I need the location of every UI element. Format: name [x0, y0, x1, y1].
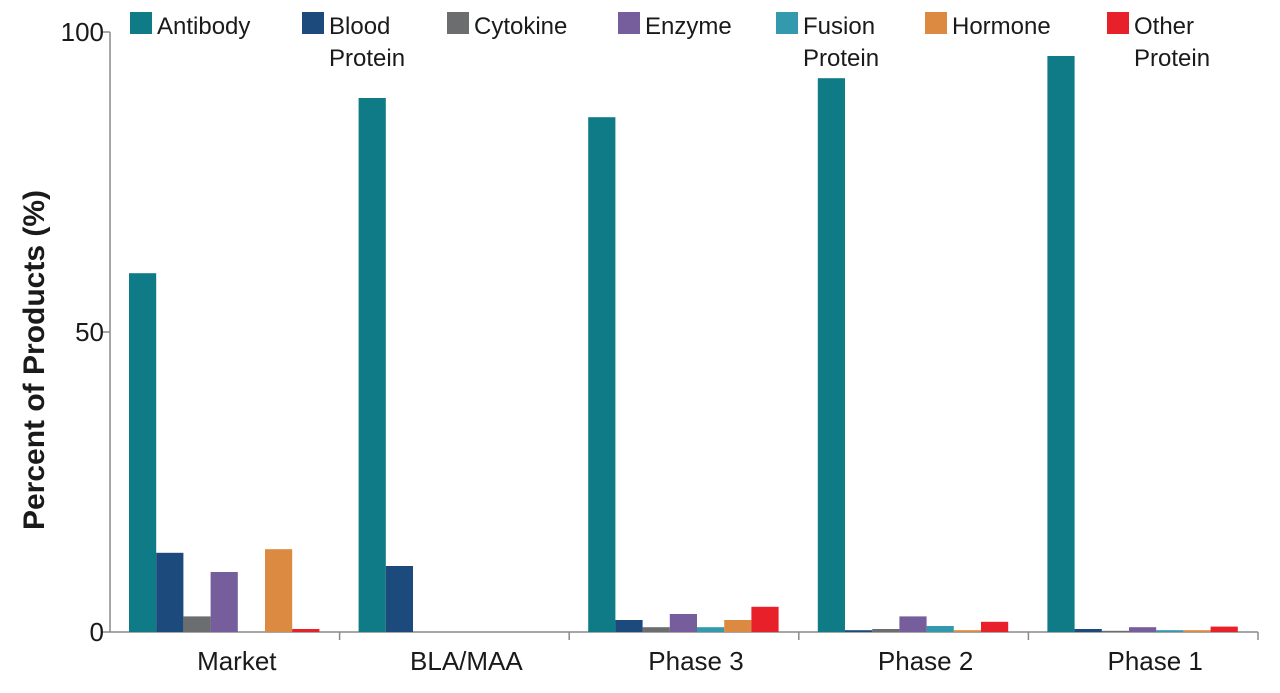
y-tick-label: 50 [75, 317, 104, 347]
y-tick-label: 100 [61, 17, 104, 47]
legend-label-other-protein: Protein [1134, 45, 1210, 72]
bar-hormone [1183, 630, 1211, 632]
legend-label-enzyme: Enzyme [645, 13, 732, 40]
legend-label-other-protein: Other [1134, 13, 1194, 40]
bar-antibody [588, 117, 616, 632]
bar-enzyme [899, 616, 927, 632]
y-axis-title: Percent of Products (%) [18, 190, 51, 530]
legend-label-antibody: Antibody [157, 13, 250, 40]
legend-swatch-cytokine [447, 12, 469, 34]
bar-hormone [724, 620, 752, 632]
bar-antibody [1047, 56, 1075, 632]
legend-swatch-enzyme [618, 12, 640, 34]
legend-label-blood-protein: Blood [329, 13, 390, 40]
bar-cytokine [872, 629, 900, 632]
y-tick-label: 0 [90, 617, 104, 647]
x-category-label: Phase 3 [648, 646, 743, 676]
x-category-label: Phase 1 [1107, 646, 1202, 676]
bar-blood-protein [845, 630, 873, 632]
legend-label-fusion-protein: Protein [803, 45, 879, 72]
bar-hormone [265, 549, 293, 632]
bar-enzyme [1129, 627, 1157, 632]
bar-other-protein [751, 606, 779, 632]
bar-hormone [953, 630, 981, 632]
legend-swatch-fusion-protein [776, 12, 798, 34]
bar-blood-protein [1074, 629, 1102, 632]
legend-label-cytokine: Cytokine [474, 13, 567, 40]
bar-enzyme [210, 572, 238, 632]
bar-fusion-protein [1156, 630, 1184, 632]
bar-cytokine [1101, 630, 1129, 632]
bar-other-protein [292, 629, 320, 632]
bar-fusion-protein [697, 627, 725, 632]
bar-blood-protein [156, 552, 184, 632]
legend-swatch-hormone [925, 12, 947, 34]
bar-other-protein [981, 621, 1009, 632]
bar-blood-protein [385, 566, 413, 632]
bar-other-protein [1210, 626, 1238, 632]
bar-cytokine [183, 616, 211, 632]
bar-antibody [129, 273, 157, 632]
x-category-label: Phase 2 [878, 646, 973, 676]
bar-fusion-protein [926, 626, 954, 632]
bar-cytokine [642, 627, 670, 632]
legend-label-blood-protein: Protein [329, 45, 405, 72]
bar-blood-protein [615, 620, 643, 632]
legend-swatch-antibody [130, 12, 152, 34]
x-category-label: BLA/MAA [410, 646, 523, 676]
legend-label-hormone: Hormone [952, 13, 1051, 40]
x-category-label: Market [197, 646, 277, 676]
bar-antibody [358, 98, 386, 632]
legend-swatch-other-protein [1107, 12, 1129, 34]
legend-swatch-blood-protein [302, 12, 324, 34]
bar-antibody [817, 78, 845, 632]
legend-label-fusion-protein: Fusion [803, 13, 875, 40]
bar-enzyme [669, 614, 697, 632]
